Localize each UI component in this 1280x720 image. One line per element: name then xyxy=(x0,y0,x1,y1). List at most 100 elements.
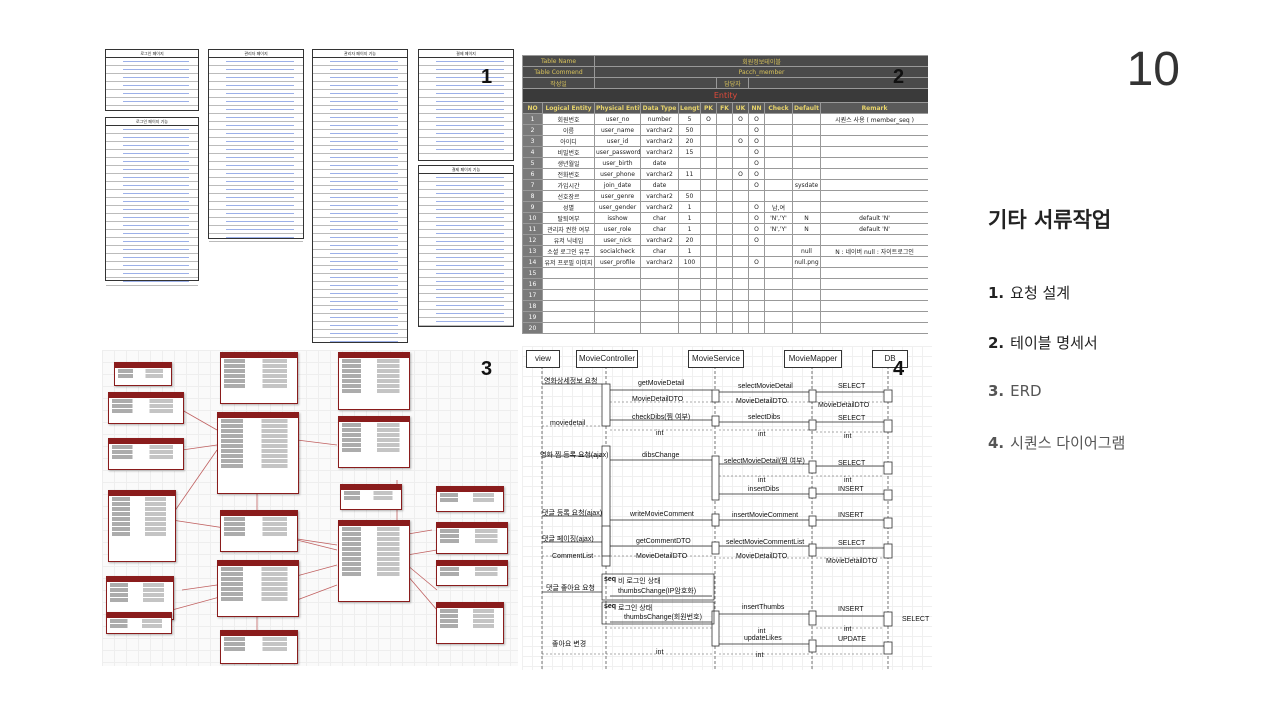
table-row: 20 xyxy=(522,322,928,334)
table-cell xyxy=(732,157,749,169)
table-cell xyxy=(594,322,641,334)
table-cell xyxy=(678,179,701,191)
doc-title: 관리자 페이지 xyxy=(209,50,303,58)
table-cell xyxy=(700,124,717,136)
column-header: UK xyxy=(732,102,749,114)
table-cell: 소셜 로그인 유무 xyxy=(542,245,595,257)
column-header: NN xyxy=(748,102,765,114)
sequence-message: int xyxy=(756,652,764,659)
table-cell xyxy=(748,289,765,301)
erd-entity xyxy=(436,602,504,644)
table-cell: O xyxy=(732,113,749,125)
sequence-message: int xyxy=(844,477,852,484)
table-cell: varchar2 xyxy=(640,135,679,147)
table-meta-extra: 담당자 xyxy=(716,77,749,89)
sequence-message: 댓글 페이징(ajax) xyxy=(542,536,594,543)
erd-entity xyxy=(108,438,184,470)
table-cell xyxy=(716,146,733,158)
table-cell: O xyxy=(748,135,765,147)
erd-thumbnail xyxy=(102,350,518,666)
sequence-lifelines xyxy=(541,366,893,670)
sequence-message: SELECT xyxy=(838,383,866,390)
table-cell xyxy=(716,223,733,235)
table-row: 15 xyxy=(522,267,928,279)
actor-view: view xyxy=(526,350,560,368)
table-cell: 11 xyxy=(678,168,701,180)
column-header: Length xyxy=(678,102,701,114)
table-meta-value: Pacch_member xyxy=(593,66,928,78)
erd-entity xyxy=(220,352,298,404)
sequence-message: selectMovieDetail(찜 여부) xyxy=(724,458,805,465)
sequence-message: MovieDetailDTO xyxy=(826,558,878,565)
table-cell: join_date xyxy=(594,179,641,191)
table-cell xyxy=(700,256,717,268)
sequence-message: MovieDetailDTO xyxy=(736,553,788,560)
toc-item: 4.시퀀스 다이어그램 xyxy=(988,432,1125,482)
table-cell xyxy=(764,234,793,246)
sequence-message: int xyxy=(758,431,766,438)
erd-entity xyxy=(108,392,184,424)
table-cell: O xyxy=(748,201,765,213)
table-cell xyxy=(716,267,733,279)
toc-item-label: 테이블 명세서 xyxy=(1010,334,1098,352)
table-cell xyxy=(764,179,793,191)
table-cell: 20 xyxy=(678,234,701,246)
table-cell xyxy=(819,234,928,246)
table-cell: sysdate xyxy=(792,179,821,191)
table-meta-value xyxy=(594,77,717,89)
table-cell: user_nick xyxy=(594,234,641,246)
sequence-message: dibsChange xyxy=(642,452,680,459)
table-cell: 12 xyxy=(522,234,543,246)
table-cell xyxy=(700,300,717,312)
table-cell xyxy=(732,322,749,334)
table-cell xyxy=(594,300,641,312)
table-cell xyxy=(542,300,595,312)
table-cell xyxy=(732,278,749,290)
table-cell xyxy=(594,289,641,301)
table-cell xyxy=(732,124,749,136)
table-cell: char xyxy=(640,245,679,257)
table-cell xyxy=(732,300,749,312)
table-cell xyxy=(764,322,793,334)
table-cell xyxy=(678,278,701,290)
table-cell: 'N','Y' xyxy=(764,212,793,224)
table-cell: 10 xyxy=(522,212,543,224)
table-cell xyxy=(716,113,733,125)
column-header: Data Type xyxy=(640,102,679,114)
sequence-message: selectMovieCommentList xyxy=(726,539,805,546)
table-cell xyxy=(716,234,733,246)
table-cell xyxy=(748,300,765,312)
table-cell xyxy=(764,113,793,125)
table-cell: varchar2 xyxy=(640,124,679,136)
table-cell: 18 xyxy=(522,300,543,312)
sequence-message: SELECT xyxy=(838,540,866,547)
sequence-message: 댓글 등록 요청(ajax) xyxy=(542,510,603,517)
table-cell xyxy=(700,201,717,213)
erd-entity xyxy=(106,612,172,634)
table-cell: 4 xyxy=(522,146,543,158)
table-cell: 14 xyxy=(522,256,543,268)
table-cell: 아이디 xyxy=(542,135,595,147)
thumb-label-4: 4 xyxy=(893,358,905,380)
column-header: Default xyxy=(792,102,821,114)
table-cell xyxy=(542,322,595,334)
table-cell: O xyxy=(748,168,765,180)
table-cell xyxy=(819,190,928,202)
table-cell xyxy=(678,300,701,312)
table-cell xyxy=(700,135,717,147)
table-row: 19 xyxy=(522,311,928,323)
sequence-message: int xyxy=(656,649,664,656)
table-cell: varchar2 xyxy=(640,146,679,158)
table-cell xyxy=(764,311,793,323)
table-cell xyxy=(792,135,821,147)
table-cell: 100 xyxy=(678,256,701,268)
table-cell xyxy=(732,212,749,224)
sequence-message: insertThumbs xyxy=(742,604,785,611)
erd-entity xyxy=(338,352,410,410)
table-cell: 전화번호 xyxy=(542,168,595,180)
